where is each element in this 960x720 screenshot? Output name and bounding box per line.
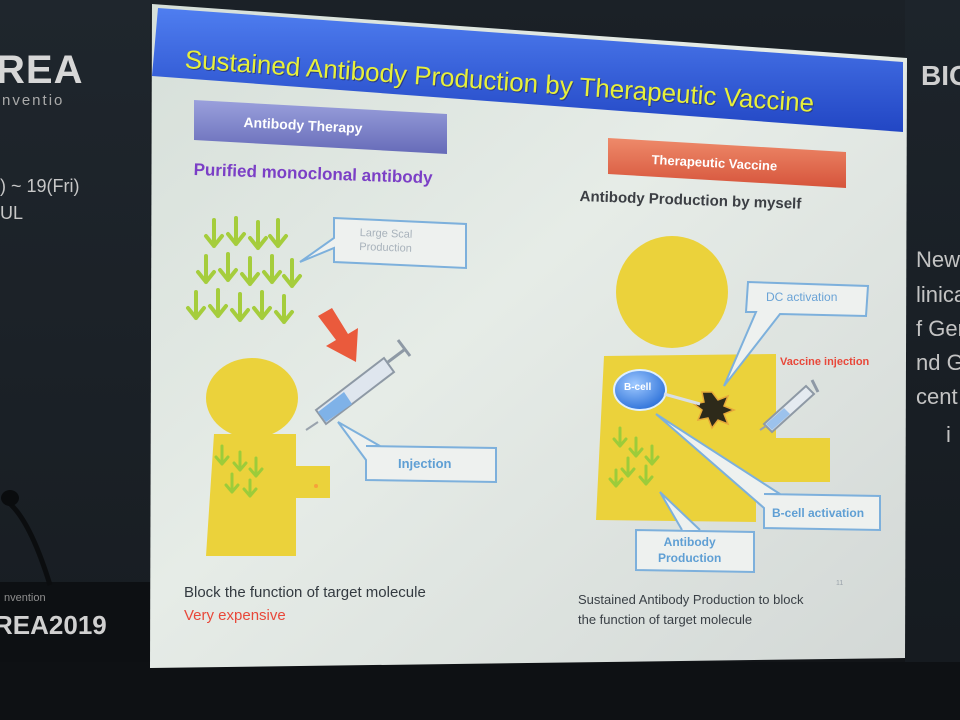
callout-large-scale xyxy=(299,216,467,270)
right-header-plate xyxy=(608,138,846,188)
left-banner-date: ) ~ 19(Fri) xyxy=(0,176,80,196)
callout-antibody-production xyxy=(635,491,755,574)
backdrop-line-2: linica xyxy=(916,282,960,307)
vaccinated-antibodies xyxy=(608,426,660,488)
callout-injection xyxy=(337,421,497,484)
backdrop-line-4: nd Ge xyxy=(916,350,960,375)
left-banner-city: UL xyxy=(0,203,24,223)
right-caption-2: the function of target molecule xyxy=(578,612,753,627)
dc-activation-label: DC activation xyxy=(766,290,838,304)
large-scale-label: Large Scal Production xyxy=(359,226,413,255)
right-banner-logo: BIC xyxy=(921,60,960,91)
red-arrow-icon xyxy=(318,308,358,362)
left-banner-logo: REA xyxy=(0,48,84,92)
laser-dot xyxy=(314,484,318,488)
right-banner: BIC xyxy=(905,0,960,720)
microphone xyxy=(1,490,53,586)
b-cell-label: B-cell xyxy=(624,382,652,393)
floor xyxy=(0,662,960,720)
b-cell-icon xyxy=(613,369,667,411)
antibody-cluster xyxy=(186,216,302,324)
b-cell-dc-link xyxy=(663,392,701,406)
b-cell-activation-label: B-cell activation xyxy=(772,506,865,520)
right-caption-1: Sustained Antibody Production to block xyxy=(578,592,804,607)
podium-logo: REA2019 xyxy=(0,610,107,640)
vaccine-injection-label: Vaccine injection xyxy=(780,356,870,368)
title-bar xyxy=(152,8,903,132)
backdrop-line-3: f Ger xyxy=(916,316,960,341)
left-caption-2: Very expensive xyxy=(184,607,286,624)
backdrop-line-5: cent xyxy=(916,384,958,409)
podium-subtitle: nvention xyxy=(4,592,46,604)
injection-label: Injection xyxy=(398,456,452,471)
slide-number: 11 xyxy=(836,580,844,587)
callout-dc-activation xyxy=(723,280,870,387)
vaccine-syringe-icon xyxy=(759,379,820,434)
callout-bcell-activation xyxy=(655,413,881,532)
syringe-icon xyxy=(305,339,412,431)
left-header-plate xyxy=(194,100,447,154)
left-caption-1: Block the function of target molecule xyxy=(184,584,426,601)
patient-antibodies xyxy=(214,444,264,498)
left-banner-subtitle: nventio xyxy=(2,92,65,109)
backdrop-line-6: i xyxy=(946,422,951,447)
antibody-production-label: Antibody Production xyxy=(658,535,722,565)
backdrop-line-1: New xyxy=(916,247,960,272)
